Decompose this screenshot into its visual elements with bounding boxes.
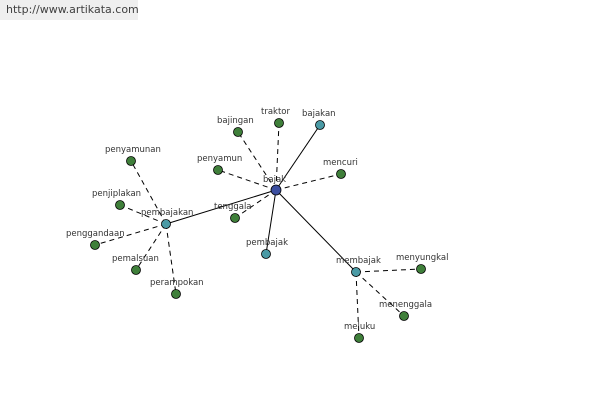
node-label-penjiplakan[interactable]: penjiplakan <box>92 189 141 199</box>
edge-bajak-pembajakan <box>165 189 277 225</box>
node-label-bajakan[interactable]: bajakan <box>302 109 336 119</box>
node-label-penyamun[interactable]: penyamun <box>197 154 242 164</box>
node-pemalsuan[interactable] <box>131 265 141 275</box>
node-label-pembajak[interactable]: pembajak <box>246 238 288 248</box>
node-pembajak[interactable] <box>261 249 271 259</box>
edges-layer <box>94 122 422 339</box>
source-link[interactable]: http://www.artikata.com <box>0 0 139 20</box>
node-label-meluku[interactable]: meluku <box>344 322 375 332</box>
node-membajak[interactable] <box>351 267 361 277</box>
edge-pembajakan-penyamunan <box>130 160 167 225</box>
node-label-bajak[interactable]: bajak <box>263 175 286 185</box>
node-pembajakan[interactable] <box>161 219 171 229</box>
edge-bajak-mencuri <box>275 173 342 191</box>
node-label-pemalsuan[interactable]: pemalsuan <box>112 254 159 264</box>
node-label-menyungkal[interactable]: menyungkal <box>396 253 448 263</box>
node-tenggala[interactable] <box>230 213 240 223</box>
node-label-traktor[interactable]: traktor <box>261 107 290 117</box>
edge-membajak-menyungkal <box>355 268 422 273</box>
edge-membajak-meluku <box>355 271 360 339</box>
node-bajingan[interactable] <box>233 127 243 137</box>
nodes-layer <box>90 118 426 343</box>
node-penyamunan[interactable] <box>126 156 136 166</box>
node-menenggala[interactable] <box>399 311 409 321</box>
node-label-penggandaan[interactable]: penggandaan <box>66 229 125 239</box>
edge-pembajakan-perampokan <box>165 223 177 295</box>
edge-membajak-menenggala <box>355 271 405 317</box>
node-meluku[interactable] <box>354 333 364 343</box>
node-penyamun[interactable] <box>213 165 223 175</box>
node-label-bajingan[interactable]: bajingan <box>217 116 254 126</box>
edge-pembajakan-pemalsuan <box>135 223 167 271</box>
labels-layer: bajak pembajakan membajak pembajak bajakan tr… <box>66 107 448 332</box>
edge-bajak-traktor <box>275 122 280 191</box>
node-label-membajak[interactable]: membajak <box>336 256 381 266</box>
node-perampokan[interactable] <box>171 289 181 299</box>
edge-bajak-penyamun <box>217 169 277 191</box>
edge-bajak-bajakan <box>275 124 321 191</box>
edge-bajak-pembajak <box>265 189 277 255</box>
node-mencuri[interactable] <box>336 169 346 179</box>
edge-pembajakan-penggandaan <box>94 223 167 246</box>
node-label-perampokan[interactable]: perampokan <box>150 278 204 288</box>
node-label-penyamunan[interactable]: penyamunan <box>105 145 161 155</box>
node-label-mencuri[interactable]: mencuri <box>323 158 358 168</box>
node-label-menenggala[interactable]: menenggala <box>379 300 432 310</box>
node-bajakan[interactable] <box>315 120 325 130</box>
edge-bajak-membajak <box>275 189 357 273</box>
node-bajak[interactable] <box>270 184 282 196</box>
node-label-tenggala[interactable]: tenggala <box>214 202 252 212</box>
node-penjiplakan[interactable] <box>115 200 125 210</box>
node-traktor[interactable] <box>274 118 284 128</box>
node-menyungkal[interactable] <box>416 264 426 274</box>
node-penggandaan[interactable] <box>90 240 100 250</box>
node-label-pembajakan[interactable]: pembajakan <box>141 208 193 218</box>
edge-bajak-bajingan <box>237 131 277 191</box>
